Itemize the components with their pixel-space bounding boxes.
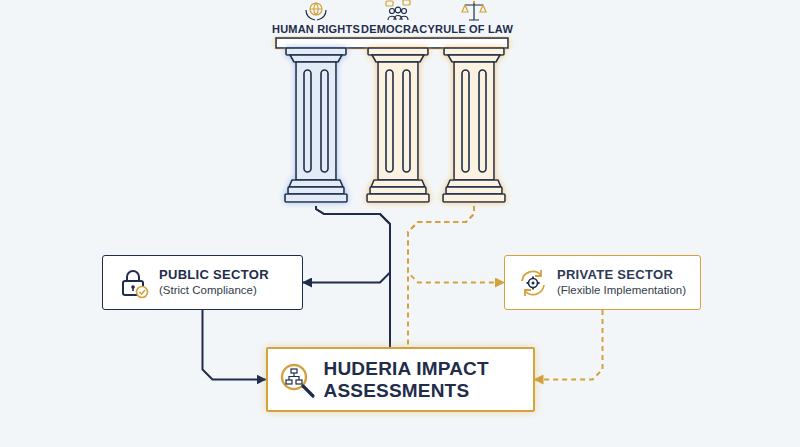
- process-box: PUBLIC SECTOR(Strict Compliance): [102, 255, 303, 310]
- globe-hands-icon: [306, 3, 326, 20]
- pillar-label: HUMAN RIGHTS: [272, 23, 360, 36]
- assessment-box: HUDERIA IMPACT ASSESSMENTS: [266, 347, 535, 412]
- people-icon: [386, 0, 410, 20]
- connector: [316, 206, 390, 347]
- pillar-node: HUMAN RIGHTS: [272, 23, 360, 206]
- pillar-figure: [367, 48, 429, 202]
- connector: [303, 206, 390, 283]
- connector: [203, 310, 266, 380]
- connector: [535, 310, 603, 380]
- scales-icon: [462, 1, 486, 20]
- connector: [408, 206, 504, 283]
- pillar-node: DEMOCRACY: [361, 23, 435, 206]
- box-heading: PRIVATE SECTOR: [557, 267, 686, 283]
- pillar-label: DEMOCRACY: [361, 23, 435, 36]
- pillar-node: RULE OF LAW: [435, 23, 513, 206]
- lock-icon: [117, 267, 149, 299]
- process-box: PRIVATE SECTOR(Flexible Implementation): [504, 255, 701, 310]
- connector: [408, 206, 474, 347]
- entablature-bar: [276, 38, 508, 48]
- pillar-label: RULE OF LAW: [435, 23, 513, 36]
- box-subtitle: (Flexible Implementation): [557, 283, 686, 298]
- magnifier-icon: [278, 361, 316, 399]
- pillar-figure: [285, 48, 347, 202]
- box-heading: PUBLIC SECTOR: [159, 267, 288, 283]
- cycle-gear-icon: [517, 267, 549, 299]
- box-heading: HUDERIA IMPACT ASSESSMENTS: [324, 358, 519, 402]
- box-subtitle: (Strict Compliance): [159, 283, 288, 298]
- pillar-figure: [443, 48, 505, 202]
